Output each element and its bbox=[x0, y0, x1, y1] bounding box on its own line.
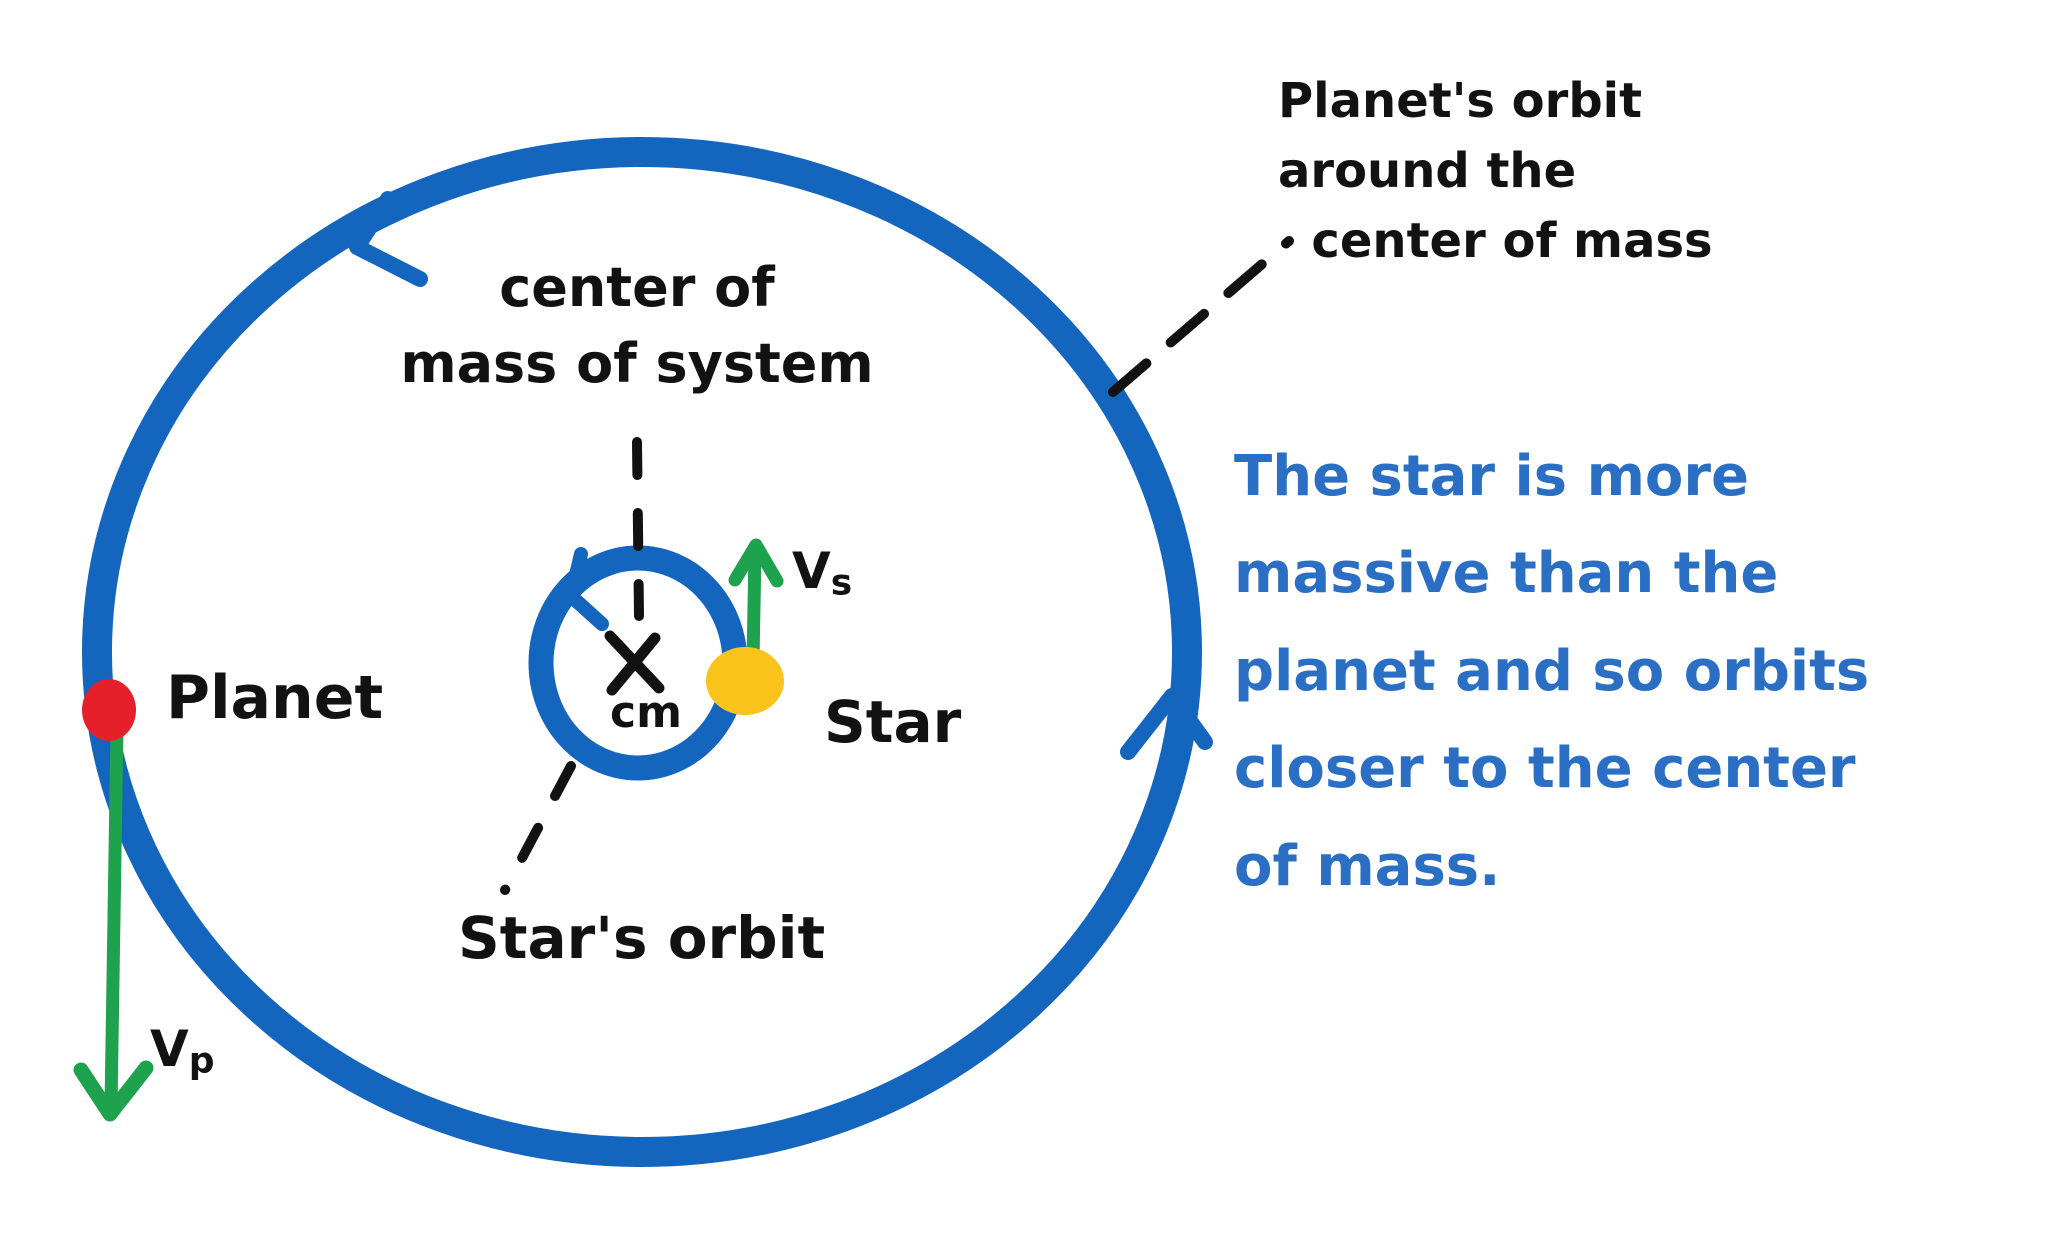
explanation-note: The star is more massive than the planet… bbox=[1234, 444, 1870, 899]
center-of-mass-title: center of mass of system bbox=[400, 256, 874, 395]
planet-velocity-arrow bbox=[73, 721, 154, 1122]
stars-orbit-pointer-dashed-line bbox=[500, 761, 576, 895]
center-of-mass-pointer-dashed-line bbox=[632, 437, 644, 621]
star-label: Star bbox=[824, 688, 962, 756]
planet-velocity-label: Vp bbox=[150, 1014, 214, 1087]
planet-velocity-subscript: p bbox=[188, 1040, 215, 1082]
star-dot bbox=[706, 647, 784, 715]
planets-orbit-pointer-dashed-line bbox=[1108, 236, 1294, 397]
stars-orbit-callout: Star's orbit bbox=[458, 904, 826, 972]
star-velocity-arrow bbox=[728, 538, 784, 669]
orbit-direction-arrow-right-icon bbox=[1120, 688, 1213, 760]
star-velocity-subscript: s bbox=[830, 562, 853, 604]
planet-velocity-symbol: V bbox=[150, 1020, 189, 1078]
star-velocity-symbol: V bbox=[792, 542, 831, 600]
orbit-direction-arrow-top-icon bbox=[349, 191, 428, 287]
center-of-mass-x-icon bbox=[604, 630, 665, 696]
cm-label: cm bbox=[610, 687, 682, 738]
planet-dot bbox=[82, 679, 136, 741]
planet-orbit-circle bbox=[82, 137, 1202, 1167]
planets-orbit-callout: Planet's orbit around the center of mass bbox=[1278, 73, 1713, 270]
planet-label: Planet bbox=[166, 663, 384, 733]
star-orbit-direction-arrow-icon bbox=[564, 547, 609, 631]
star-velocity-label: Vs bbox=[792, 536, 852, 609]
